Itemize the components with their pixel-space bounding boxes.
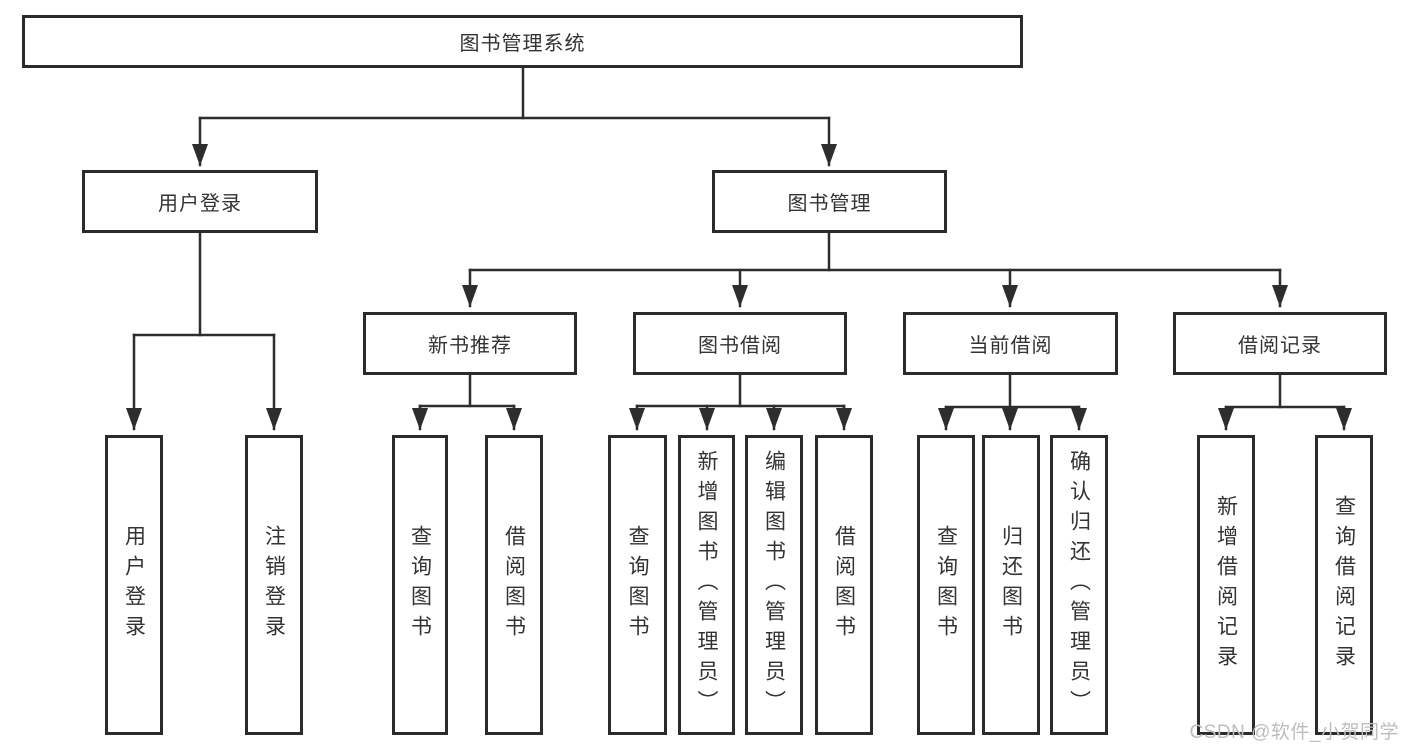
node-borrow-records: 借阅记录	[1173, 312, 1387, 375]
node-current-borrow-label: 当前借阅	[968, 335, 1053, 357]
node-leaf-current-confirm-return-admin: 确认归还（管理员）	[1050, 435, 1108, 735]
node-borrow-records-label: 借阅记录	[1238, 335, 1322, 357]
node-leaf-record-add-record-label: 新增借阅记录	[1214, 495, 1238, 675]
node-book-borrow-label: 图书借阅	[698, 335, 782, 357]
node-leaf-user-login-label: 用户登录	[122, 525, 146, 645]
node-book-management: 图书管理	[712, 170, 947, 233]
node-leaf-borrow-add-books-admin-label: 新增图书（管理员）	[695, 450, 718, 720]
node-leaf-user-login: 用户登录	[105, 435, 163, 735]
node-user-login: 用户登录	[82, 170, 318, 233]
node-leaf-record-add-record: 新增借阅记录	[1197, 435, 1255, 735]
node-book-management-label: 图书管理	[787, 193, 872, 215]
node-leaf-borrow-borrow-books: 借阅图书	[815, 435, 873, 735]
node-leaf-current-confirm-return-admin-label: 确认归还（管理员）	[1067, 450, 1091, 720]
node-leaf-current-return-books-label: 归还图书	[999, 525, 1023, 645]
node-leaf-newbook-query-books-label: 查询图书	[408, 525, 432, 645]
node-root-system: 图书管理系统	[22, 15, 1023, 68]
node-leaf-logout-label: 注销登录	[262, 525, 286, 645]
node-root-system-label: 图书管理系统	[459, 33, 586, 55]
node-leaf-current-query-books-label: 查询图书	[934, 525, 958, 645]
node-leaf-newbook-borrow-books: 借阅图书	[485, 435, 543, 735]
node-leaf-borrow-query-books-label: 查询图书	[626, 525, 649, 645]
node-leaf-current-return-books: 归还图书	[982, 435, 1040, 735]
node-leaf-record-query-record: 查询借阅记录	[1315, 435, 1373, 735]
node-leaf-current-query-books: 查询图书	[917, 435, 975, 735]
node-leaf-newbook-query-books: 查询图书	[392, 435, 448, 735]
csdn-watermark: CSDN @软件_小贺同学	[1189, 722, 1399, 743]
node-new-book-recommend: 新书推荐	[363, 312, 577, 375]
node-leaf-record-query-record-label: 查询借阅记录	[1332, 495, 1356, 675]
node-leaf-logout: 注销登录	[245, 435, 303, 735]
node-book-borrow: 图书借阅	[633, 312, 847, 375]
node-leaf-borrow-query-books: 查询图书	[608, 435, 667, 735]
node-new-book-recommend-label: 新书推荐	[428, 335, 512, 357]
node-leaf-borrow-borrow-books-label: 借阅图书	[832, 525, 856, 645]
node-current-borrow: 当前借阅	[903, 312, 1118, 375]
node-user-login-label: 用户登录	[158, 193, 242, 215]
node-leaf-borrow-edit-books-admin: 编辑图书（管理员）	[745, 435, 803, 735]
node-leaf-newbook-borrow-books-label: 借阅图书	[502, 525, 526, 645]
node-leaf-borrow-edit-books-admin-label: 编辑图书（管理员）	[762, 450, 786, 720]
node-leaf-borrow-add-books-admin: 新增图书（管理员）	[678, 435, 735, 735]
